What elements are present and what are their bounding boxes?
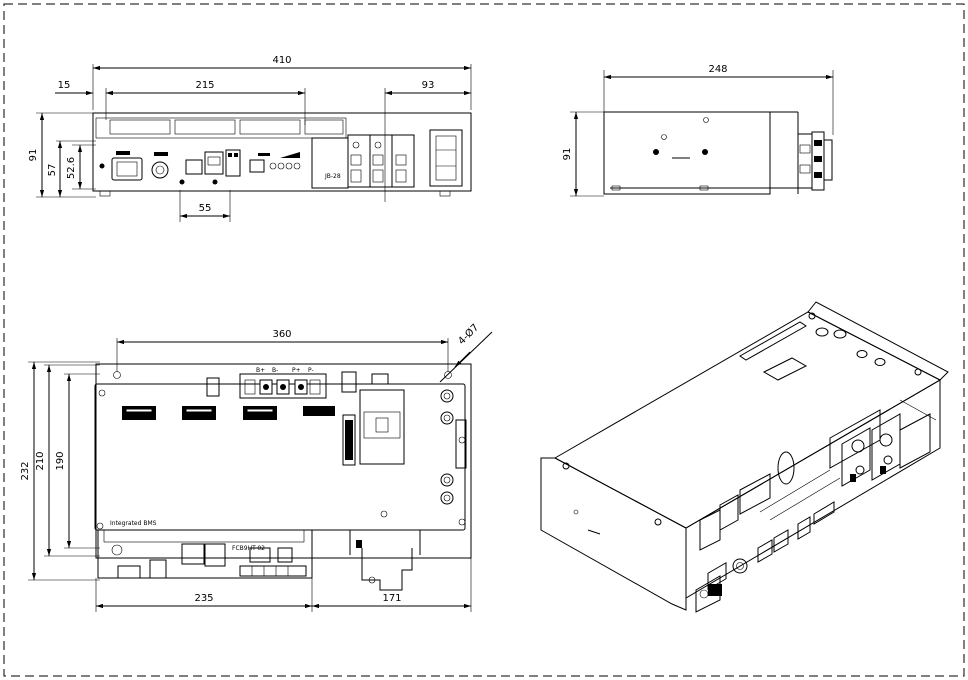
terminal-b-plus: B+: [256, 367, 265, 374]
sheet-border: [3, 3, 965, 677]
dim-side-height: 91: [562, 148, 573, 161]
dim-side-depth: 248: [708, 64, 727, 75]
dim-front-mid: 215: [195, 80, 214, 91]
dim-hole-spacing: 360: [272, 329, 291, 340]
dim-front-height: 91: [28, 149, 39, 162]
board-label: Integrated BMS: [110, 520, 157, 527]
dim-top-232: 232: [20, 461, 31, 480]
breaker-label: JB-28: [324, 173, 341, 180]
dim-front-offset: 15: [58, 80, 71, 91]
terminal-p-minus: P-: [308, 367, 314, 374]
dim-front-width: 410: [272, 55, 291, 66]
top-view: 360 4-Ø7 232 210 190 B+ B- P+ P-: [20, 322, 493, 612]
connector-label: FCB9HT-02: [232, 545, 265, 552]
dim-front-other-height: 52.6: [66, 157, 77, 179]
isometric-view: [540, 301, 949, 613]
dim-top-bottom-left: 235: [194, 593, 213, 604]
terminal-b-minus: B-: [272, 367, 278, 374]
dim-front-inner-height: 57: [47, 164, 58, 177]
terminal-p-plus: P+: [292, 367, 301, 374]
dim-front-right: 93: [422, 80, 435, 91]
dim-top-bottom-right: 171: [382, 593, 401, 604]
front-view: 410 15 215 93 91 57 52.6 55: [28, 55, 472, 222]
dim-hole-diameter: 4-Ø7: [456, 322, 482, 348]
dim-top-190: 190: [55, 451, 66, 470]
side-view: 248 91: [562, 64, 834, 197]
dim-front-gap: 55: [199, 203, 212, 214]
dim-top-210: 210: [35, 451, 46, 470]
